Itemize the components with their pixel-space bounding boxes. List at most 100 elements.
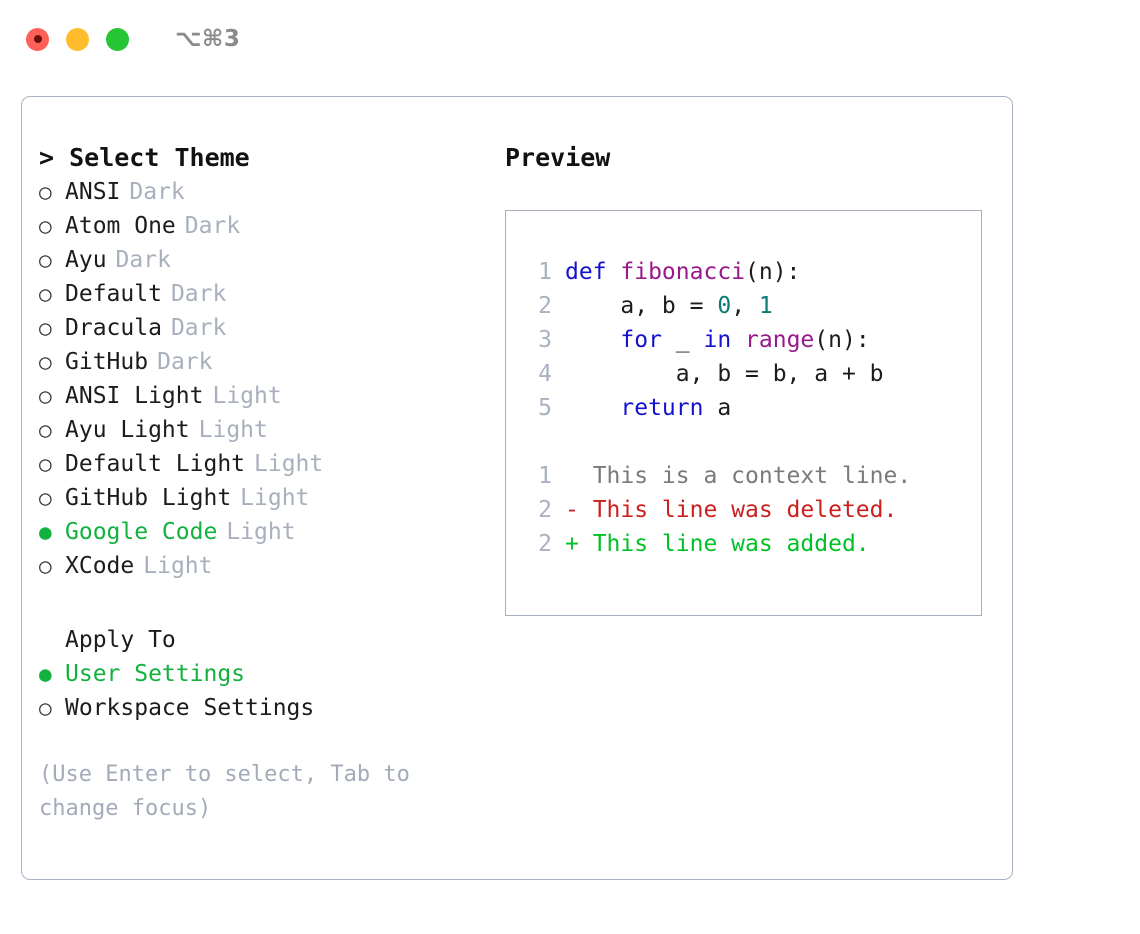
code-line: 5 return a [524,391,981,425]
code-token-pl: _ [661,327,704,353]
theme-option-default-light[interactable]: ○ Default Light Light [39,447,492,481]
close-window-button[interactable] [26,27,49,51]
apply-to-option-workspace-settings[interactable]: ○ Workspace Settings [39,691,492,725]
theme-variant-tag: Light [254,451,324,477]
theme-option-label: GitHub Light [65,485,232,511]
theme-option-label: Default [65,281,162,307]
code-token-num: 0 [717,293,732,319]
maximize-window-button[interactable] [106,27,129,51]
theme-option-label: Dracula [65,315,162,341]
theme-option-label: GitHub [65,349,149,375]
radio-unselected-icon: ○ [39,316,52,340]
diff-preview: 1 This is a context line. 2 - This line wa… [524,459,981,561]
theme-variant-tag: Light [240,485,310,511]
code-line: 2 a, b = 0, 1 [524,289,981,323]
title-bar: ⌥⌘3 [0,0,1140,78]
theme-option-label: ANSI [65,179,121,205]
window-shortcut-label: ⌥⌘3 [175,26,241,52]
theme-option-label: Atom One [65,213,176,239]
theme-option-label: ANSI Light [65,383,204,409]
code-line-text: a, b = 0, 1 [565,289,773,323]
apply-to-option-label: User Settings [65,661,246,687]
theme-option-ayu-light[interactable]: ○ Ayu Light Light [39,413,492,447]
apply-to-option-user-settings[interactable]: ● User Settings [39,657,492,691]
theme-variant-tag: Light [226,519,296,545]
diff-line-text: - This line was deleted. [565,497,898,523]
diff-line-del: 2 - This line was deleted. [524,493,981,527]
theme-option-ayu[interactable]: ○ Ayu Dark [39,243,492,277]
code-token-kw: return [565,395,704,421]
theme-option-label: Ayu Light [65,417,190,443]
radio-unselected-icon: ○ [39,384,52,408]
code-token-pl: a [703,395,732,421]
line-number: 2 [538,293,552,319]
theme-option-dracula[interactable]: ○ Dracula Dark [39,311,492,345]
theme-variant-tag: Dark [157,349,213,375]
theme-option-github[interactable]: ○ GitHub Dark [39,345,492,379]
apply-to-section: Apply To ● User Settings ○ Workspace Settin… [39,623,492,725]
line-number: 2 [538,531,552,557]
preview-spacer [524,425,981,459]
code-token-kw: for [565,327,662,353]
radio-unselected-icon: ○ [39,418,52,442]
theme-variant-tag: Dark [170,281,227,307]
apply-to-heading: Apply To [65,627,176,653]
theme-variant-tag: Light [143,553,213,579]
theme-option-label: Google Code [65,519,218,545]
code-token-kw: def [565,259,621,285]
select-theme-heading: > Select Theme [39,143,250,172]
radio-selected-icon: ● [39,520,52,544]
code-line-text: return a [565,391,731,425]
theme-variant-tag: Dark [129,179,185,205]
code-token-pl: a, b = b, a + b [565,361,884,387]
keyboard-hint-text: (Use Enter to select, Tab to change focu… [39,762,410,821]
radio-selected-icon: ● [39,662,52,686]
radio-unselected-icon: ○ [39,282,52,306]
theme-option-ansi-light[interactable]: ○ ANSI Light Light [39,379,492,413]
radio-unselected-icon: ○ [39,452,52,476]
code-line-text: def fibonacci(n): [565,255,800,289]
line-number: 5 [538,395,552,421]
radio-unselected-icon: ○ [39,486,52,510]
diff-line-add: 2+ This line was added. [524,527,981,561]
theme-option-github-light[interactable]: ○ GitHub Light Light [39,481,492,515]
code-token-fn: range [745,327,815,353]
theme-option-ansi[interactable]: ○ ANSI Dark [39,175,492,209]
preview-heading: Preview [505,143,611,172]
theme-option-default[interactable]: ○ Default Dark [39,277,492,311]
code-line-text: a, b = b, a + b [565,357,884,391]
radio-unselected-icon: ○ [39,248,52,272]
theme-variant-tag: Light [198,417,268,443]
theme-option-label: Default Light [65,451,246,477]
line-number: 4 [538,361,552,387]
diff-line-ctx: 1 This is a context line. [524,459,981,493]
radio-unselected-icon: ○ [39,180,52,204]
diff-line-text: This is a context line. [565,463,912,489]
theme-option-label: Ayu [65,247,107,273]
radio-unselected-icon: ○ [39,214,52,238]
apply-to-option-label: Workspace Settings [65,695,315,721]
theme-variant-tag: Light [212,383,282,409]
radio-unselected-icon: ○ [39,554,52,578]
apply-to-options[interactable]: ● User Settings ○ Workspace Settings [39,657,492,725]
theme-variant-tag: Dark [115,247,171,273]
code-token-pl: (n): [814,327,870,353]
radio-unselected-icon: ○ [39,696,52,720]
radio-unselected-icon: ○ [39,350,52,374]
theme-option-google-code[interactable]: ● Google Code Light [39,515,492,549]
line-number: 2 [538,497,552,523]
code-token-fn: fibonacci [620,259,746,285]
minimize-window-button[interactable] [66,27,89,51]
theme-variant-tag: Dark [170,315,227,341]
code-token-num: 1 [758,293,773,319]
code-line: 4 a, b = b, a + b [524,357,981,391]
